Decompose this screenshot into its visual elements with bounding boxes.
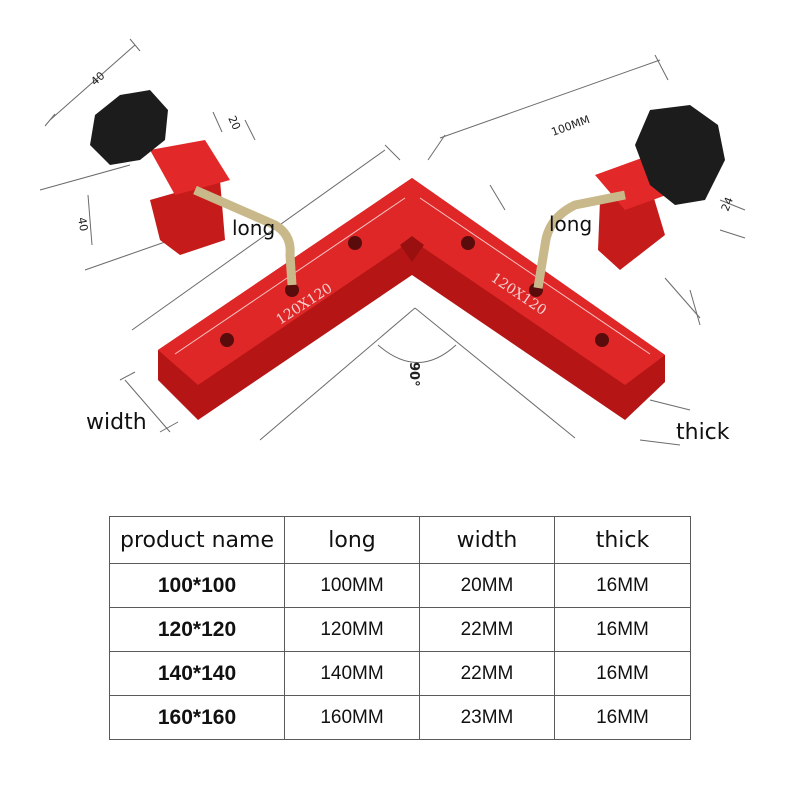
cell-product-name: 100*100 <box>109 563 285 608</box>
header-width: width <box>419 516 555 564</box>
cell-long: 160MM <box>284 695 420 740</box>
dim-knob-height: 40 <box>75 216 90 232</box>
cell-product-name: 140*140 <box>109 651 285 696</box>
cell-long: 140MM <box>284 651 420 696</box>
right-clamp <box>533 105 725 289</box>
left-clamp <box>90 90 297 286</box>
cell-thick: 16MM <box>554 651 691 696</box>
cell-width: 20MM <box>419 563 555 608</box>
product-illustration: 40 40 20 100MM 24 90° 120X120 120X120 <box>39 38 746 446</box>
label-long-left: long <box>232 216 276 240</box>
cell-product-name: 160*160 <box>109 695 285 740</box>
cell-width: 22MM <box>419 607 555 652</box>
header-thick: thick <box>554 516 691 564</box>
cell-thick: 16MM <box>554 607 691 652</box>
dim-angle: 90° <box>406 362 421 387</box>
spec-table: product name long width thick 100*100 10… <box>109 516 691 740</box>
table-row: 120*120 120MM 22MM 16MM <box>109 607 691 652</box>
table-row: 140*140 140MM 22MM 16MM <box>109 651 691 696</box>
header-long: long <box>284 516 420 564</box>
corner-clamp-body: 120X120 120X120 <box>158 178 665 420</box>
label-long-right: long <box>549 212 593 236</box>
dim-clamp: 24 <box>719 195 736 213</box>
table-header-row: product name long width thick <box>109 516 691 564</box>
cell-long: 100MM <box>284 563 420 608</box>
cell-thick: 16MM <box>554 695 691 740</box>
cell-width: 23MM <box>419 695 555 740</box>
label-width: width <box>86 410 147 435</box>
dim-block: 20 <box>225 114 243 132</box>
cell-width: 22MM <box>419 651 555 696</box>
label-thick: thick <box>676 420 730 445</box>
dim-leg: 100MM <box>550 113 592 139</box>
cell-thick: 16MM <box>554 563 691 608</box>
cell-product-name: 120*120 <box>109 607 285 652</box>
cell-long: 120MM <box>284 607 420 652</box>
table-row: 160*160 160MM 23MM 16MM <box>109 695 691 740</box>
header-product-name: product name <box>109 516 285 564</box>
dimension-lines <box>39 38 746 446</box>
table-row: 100*100 100MM 20MM 16MM <box>109 563 691 608</box>
